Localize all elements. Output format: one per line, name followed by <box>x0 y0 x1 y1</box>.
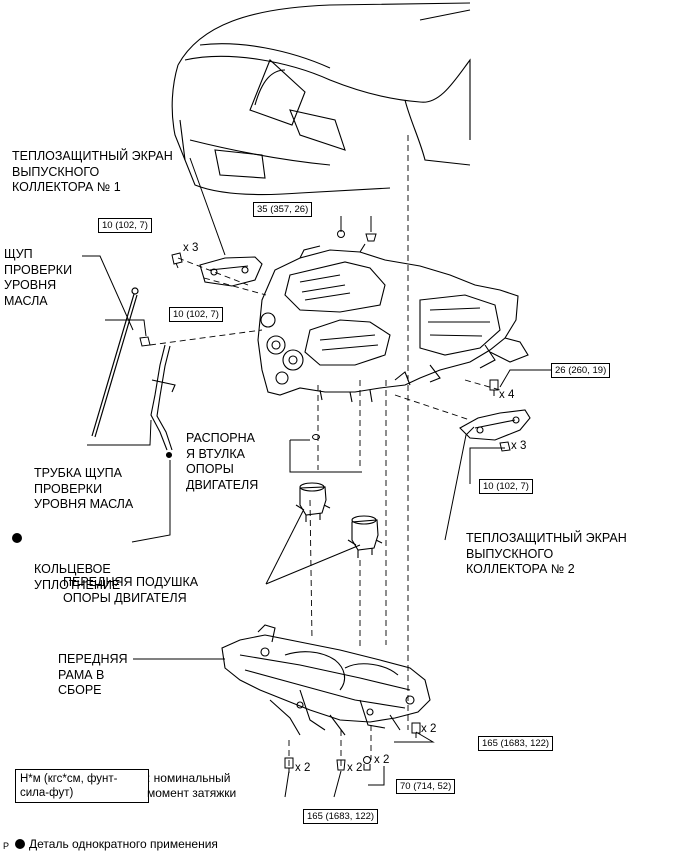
footer-mark: P <box>3 841 10 851</box>
car-front-outline <box>171 2 471 196</box>
alignment-lines <box>149 135 501 770</box>
torque-box-heat-shield-1: 10 (102, 7) <box>98 218 152 233</box>
torque-box-frame-front: 165 (1683, 122) <box>303 809 379 824</box>
spacer-drawing <box>312 434 362 473</box>
qty-transmission-bolts: x 4 <box>499 389 515 401</box>
label-front-frame: ПЕРЕДНЯЯ РАМА В СБОРЕ <box>58 652 128 697</box>
bolt-dipstick-tube-drawing <box>139 336 151 347</box>
bolt-heat-shield-2-drawing <box>499 441 511 452</box>
label-o-ring: КОЛЬЦЕВОЕ УПЛОТНЕНИЕ <box>12 531 120 609</box>
qty-frame-nuts: x 2 <box>374 754 390 766</box>
label-dipstick-tube: ТРУБКА ЩУПА ПРОВЕРКИ УРОВНЯ МАСЛА <box>34 466 134 511</box>
qty-frame-front-bolts: x 2 <box>295 762 311 774</box>
single-use-dot-icon <box>12 533 22 543</box>
torque-box-dipstick-tube: 10 (102, 7) <box>169 307 223 322</box>
torque-box-engine-top: 35 (357, 26) <box>253 202 313 217</box>
qty-frame-center-bolts: x 2 <box>347 762 363 774</box>
single-use-dot-icon <box>15 838 25 849</box>
engine-mount-left-drawing <box>295 482 331 522</box>
torque-box-heat-shield-2: 10 (102, 7) <box>479 479 533 494</box>
torque-box-frame-center: 70 (714, 52) <box>396 779 456 794</box>
engine-mount-right-drawing <box>347 515 383 558</box>
legend-torque-box: Н*м (кгс*см, фунт- сила-фут) <box>15 769 149 803</box>
bolts-engine-top-drawing <box>337 230 377 242</box>
legend-single-use: Деталь однократного применения <box>15 821 218 852</box>
qty-heat-shield-1-bolts: x 3 <box>183 242 199 254</box>
torque-box-frame-rear: 165 (1683, 122) <box>478 736 554 751</box>
label-heat-shield-2: ТЕПЛОЗАЩИТНЫЙ ЭКРАН ВЫПУСКНОГО КОЛЛЕКТОР… <box>466 531 627 576</box>
dipstick-tube-drawing <box>150 344 176 459</box>
label-o-ring-text: КОЛЬЦЕВОЕ УПЛОТНЕНИЕ <box>34 562 121 592</box>
label-dipstick: ЩУП ПРОВЕРКИ УРОВНЯ МАСЛА <box>4 247 73 308</box>
qty-frame-rear-bolts: x 2 <box>421 723 437 735</box>
heat-shield-1-drawing <box>199 256 263 287</box>
bolt-heat-shield-1-drawing <box>171 252 183 269</box>
engine-drawing <box>257 243 529 403</box>
torque-box-transmission: 26 (260, 19) <box>551 363 611 378</box>
front-frame-drawing <box>221 624 431 736</box>
legend-torque-description: : номинальный момент затяжки <box>147 771 237 800</box>
heat-shield-2-drawing <box>459 409 531 441</box>
dipstick-drawing <box>91 287 139 438</box>
leader-lines <box>82 157 552 798</box>
bolt-transmission-drawing <box>489 379 499 396</box>
legend-single-use-text: Деталь однократного применения <box>29 836 218 851</box>
frame-bolts-drawing <box>284 722 421 773</box>
label-front-engine-mount: ПЕРЕДНЯЯ ПОДУШКА ОПОРЫ ДВИГАТЕЛЯ <box>63 575 199 605</box>
label-heat-shield-1: ТЕПЛОЗАЩИТНЫЙ ЭКРАН ВЫПУСКНОГО КОЛЛЕКТОР… <box>12 149 173 194</box>
qty-heat-shield-2-bolts: x 3 <box>511 440 527 452</box>
label-engine-mount-spacer: РАСПОРНА Я ВТУЛКА ОПОРЫ ДВИГАТЕЛЯ <box>186 431 259 492</box>
